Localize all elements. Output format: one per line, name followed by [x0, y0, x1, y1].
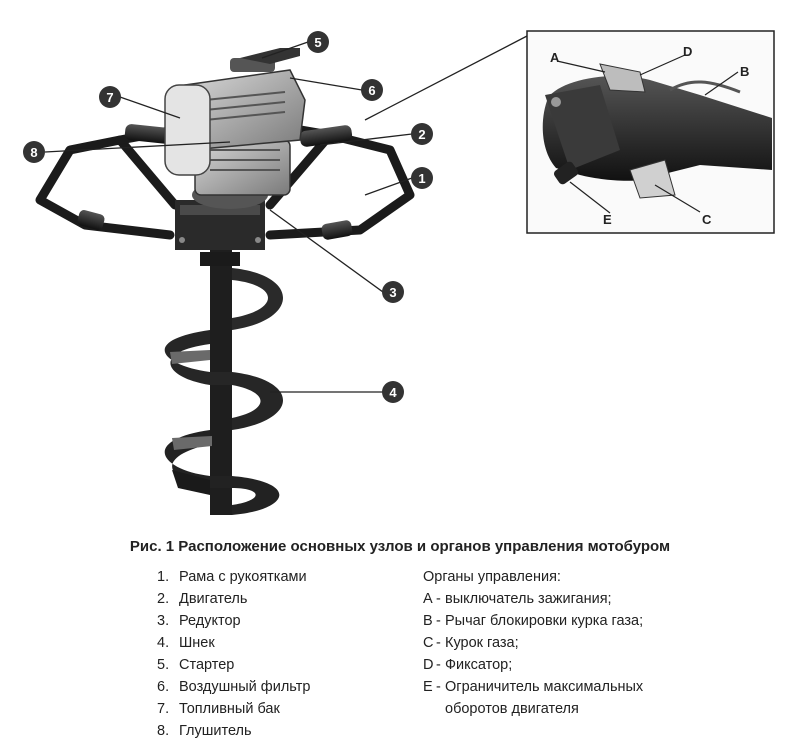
- controls-title: Органы управления:: [423, 569, 561, 585]
- list-item: A-выключатель зажигания;: [423, 591, 612, 607]
- callout-8: 8: [23, 141, 45, 163]
- inset-callout-d: D: [683, 44, 692, 59]
- callout-2: 2: [411, 123, 433, 145]
- list-item: 4.Шнек: [157, 635, 215, 651]
- svg-text:6: 6: [368, 83, 375, 98]
- handle-grip-left: [77, 210, 105, 230]
- engine: [164, 48, 306, 196]
- inset-callout-b: B: [740, 64, 749, 79]
- callout-1: 1: [411, 167, 433, 189]
- list-item: 6.Воздушный фильтр: [157, 679, 311, 695]
- svg-text:5: 5: [314, 35, 321, 50]
- inset-callout-e: E: [603, 212, 612, 227]
- list-item: E-Ограничитель максимальных: [423, 679, 644, 695]
- svg-text:3: 3: [389, 285, 396, 300]
- fuel-tank: [164, 84, 211, 176]
- list-item: 2.Двигатель: [157, 591, 248, 607]
- list-item: 1.Рама с рукоятками: [157, 569, 307, 585]
- svg-text:4: 4: [389, 385, 397, 400]
- svg-text:2: 2: [418, 127, 425, 142]
- callout-7: 7: [99, 86, 121, 108]
- list-item: 3.Редуктор: [157, 613, 241, 629]
- auger: [164, 250, 283, 515]
- inset-callout-c: C: [702, 212, 712, 227]
- list-item: 8.Глушитель: [157, 723, 252, 739]
- list-item: 7.Топливный бак: [157, 701, 280, 717]
- parts-list: 1.Рама с рукоятками 2.Двигатель 3.Редукт…: [157, 566, 310, 742]
- svg-text:1: 1: [418, 171, 425, 186]
- callout-4: 4: [382, 381, 404, 403]
- list-item: C-Курок газа;: [423, 635, 519, 651]
- callout-3: 3: [382, 281, 404, 303]
- figure-caption: Рис. 1 Расположение основных узлов и орг…: [129, 538, 671, 555]
- inset-callout-a: A: [550, 50, 560, 65]
- list-item-continuation: оборотов двигателя: [445, 701, 579, 717]
- callout-6: 6: [361, 79, 383, 101]
- handle-grip-right: [321, 220, 353, 240]
- list-item: 5.Стартер: [157, 657, 235, 673]
- inset-handle-detail: A B C D E: [526, 30, 775, 234]
- callout-5: 5: [307, 31, 329, 53]
- svg-text:7: 7: [106, 90, 113, 105]
- svg-text:8: 8: [30, 145, 37, 160]
- list-item: D-Фиксатор;: [423, 657, 513, 673]
- auger-diagram: 1 2 3 4 5 6 7 8 A B C D E: [23, 30, 775, 515]
- controls-list: A-выключатель зажигания; B-Рычаг блокиро…: [423, 588, 643, 720]
- list-item: B-Рычаг блокировки курка газа;: [423, 613, 644, 629]
